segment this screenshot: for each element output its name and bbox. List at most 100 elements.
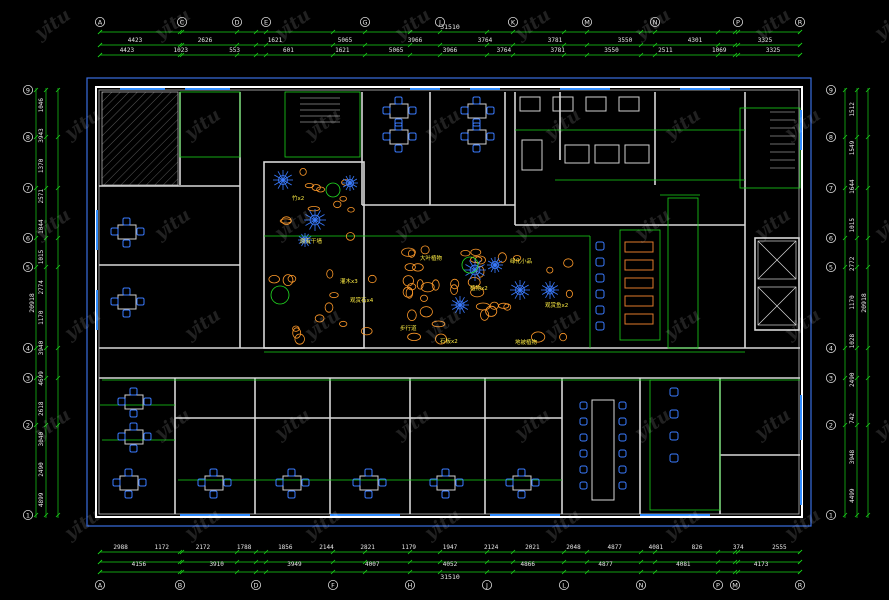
grid-bubble-top-M: M bbox=[582, 16, 593, 27]
right-dimension: 742 bbox=[849, 413, 856, 424]
svg-text:A: A bbox=[98, 581, 103, 589]
grid-bubble-bottom-P: P bbox=[713, 580, 724, 591]
grid-bubble-bottom-R: R bbox=[795, 580, 806, 591]
top-sub-dimension: 5065 bbox=[389, 47, 404, 54]
svg-text:5: 5 bbox=[26, 263, 30, 271]
svg-text:5: 5 bbox=[829, 263, 833, 271]
room-label: 观赏鱼x2 bbox=[545, 301, 568, 309]
top-dimension: 2626 bbox=[198, 37, 213, 44]
right-dimension: 2772 bbox=[849, 256, 856, 271]
grid-bubble-bottom-B: B bbox=[174, 580, 185, 591]
grid-bubble-right-3: 3 bbox=[826, 372, 837, 383]
bottom-dimension: 3949 bbox=[287, 561, 302, 568]
top-sub-dimension: 3781 bbox=[550, 47, 565, 54]
dimension-ticks bbox=[33, 29, 871, 575]
top-sub-dimension: 3325 bbox=[766, 47, 781, 54]
svg-text:H: H bbox=[408, 581, 413, 589]
grid-bubble-right-9: 9 bbox=[826, 85, 837, 96]
svg-text:9: 9 bbox=[829, 86, 833, 94]
room-label: 观赏石x4 bbox=[350, 296, 374, 304]
watermark-text: yitu bbox=[150, 205, 195, 245]
right-dimension: 1015 bbox=[849, 218, 856, 233]
room-label: 步行道 bbox=[400, 324, 417, 332]
top-dimension: 3966 bbox=[408, 37, 423, 44]
right-dimension: 3948 bbox=[849, 449, 856, 464]
left-dimension: 1015 bbox=[38, 249, 45, 264]
svg-text:P: P bbox=[736, 18, 740, 26]
elevator-shafts bbox=[757, 240, 797, 326]
bottom-sub-dimension: 2172 bbox=[196, 544, 211, 551]
svg-text:4: 4 bbox=[829, 344, 833, 352]
room-label: 绿化小品 bbox=[510, 257, 533, 265]
left-dimension: 2490 bbox=[38, 462, 45, 477]
bottom-dimension: 4173 bbox=[754, 561, 769, 568]
top-dimension: 4301 bbox=[688, 37, 703, 44]
svg-text:3: 3 bbox=[829, 374, 833, 382]
bottom-sub-dimension: 2124 bbox=[484, 544, 499, 551]
watermark-text: yitu bbox=[30, 405, 75, 445]
svg-text:6: 6 bbox=[26, 234, 30, 242]
bottom-sub-dimension: 1856 bbox=[278, 544, 293, 551]
bottom-sub-dimension: 2821 bbox=[360, 544, 375, 551]
bottom-sub-dimension: 2988 bbox=[113, 544, 128, 551]
svg-text:2: 2 bbox=[26, 421, 30, 429]
grid-bubble-right-1: 1 bbox=[826, 509, 837, 520]
watermark-text: yitu bbox=[540, 505, 585, 545]
bottom-sub-dimension: 2048 bbox=[566, 544, 581, 551]
interior-walls bbox=[99, 92, 800, 514]
hatched-area bbox=[101, 91, 179, 186]
bottom-sub-dimension: 1172 bbox=[155, 544, 170, 551]
svg-text:R: R bbox=[798, 581, 803, 589]
svg-text:F: F bbox=[331, 581, 335, 589]
svg-text:1: 1 bbox=[26, 511, 30, 519]
grid-bubble-left-7: 7 bbox=[22, 182, 33, 193]
svg-text:N: N bbox=[653, 18, 658, 26]
grid-bubble-top-A: A bbox=[95, 16, 106, 27]
top-sub-dimension: 4423 bbox=[120, 47, 135, 54]
top-total-dimension: 31510 bbox=[440, 23, 460, 31]
grid-bubble-top-E: E bbox=[260, 16, 271, 27]
right-dimension: 1512 bbox=[849, 102, 856, 117]
room-label: 灌木x3 bbox=[340, 277, 358, 285]
grid-bubble-left-2: 2 bbox=[22, 419, 33, 430]
left-dimension: 4699 bbox=[38, 371, 45, 386]
grid-bubble-right-2: 2 bbox=[826, 419, 837, 430]
left-dimension: 1046 bbox=[38, 98, 45, 113]
top-sub-dimension: 1023 bbox=[174, 47, 189, 54]
svg-text:B: B bbox=[178, 581, 182, 589]
svg-text:6: 6 bbox=[829, 234, 833, 242]
watermark-text: yitu bbox=[300, 305, 345, 345]
bottom-sub-dimension: 4877 bbox=[607, 544, 622, 551]
watermark-text: yitu bbox=[390, 405, 435, 445]
watermark-text: yitu bbox=[660, 505, 705, 545]
room-label: 竹x2 bbox=[292, 194, 304, 202]
grid-bubble-right-8: 8 bbox=[826, 131, 837, 142]
watermark-text: yitu bbox=[180, 305, 225, 345]
bottom-dimension: 4052 bbox=[443, 561, 458, 568]
svg-text:A: A bbox=[98, 18, 103, 26]
left-dimension: 4899 bbox=[38, 492, 45, 507]
watermark-text: yitu bbox=[870, 205, 889, 245]
watermark-text: yitu bbox=[30, 5, 75, 45]
top-sub-dimension: 1069 bbox=[712, 47, 727, 54]
grid-bubble-bottom-D: D bbox=[250, 580, 261, 591]
left-dimension: 3940 bbox=[38, 340, 45, 355]
bottom-sub-dimension: 2021 bbox=[525, 544, 540, 551]
bottom-sub-dimension: 1179 bbox=[402, 544, 417, 551]
watermark-text: yitu bbox=[750, 405, 795, 445]
bottom-dimension: 4877 bbox=[598, 561, 613, 568]
grid-bubble-left-6: 6 bbox=[22, 232, 33, 243]
room-label: 原有干墙 bbox=[300, 237, 323, 245]
bottom-sub-dimension: 1788 bbox=[237, 544, 252, 551]
grid-bubble-right-7: 7 bbox=[826, 182, 837, 193]
grid-bubble-top-G: G bbox=[359, 16, 370, 27]
left-dimension: 2774 bbox=[38, 280, 45, 295]
svg-text:J: J bbox=[438, 18, 441, 26]
svg-text:R: R bbox=[798, 18, 803, 26]
watermark-text: yitu bbox=[630, 405, 675, 445]
room-label: 大叶植物 bbox=[420, 254, 443, 262]
watermark-text: yitu bbox=[390, 205, 435, 245]
stairs bbox=[300, 97, 795, 169]
